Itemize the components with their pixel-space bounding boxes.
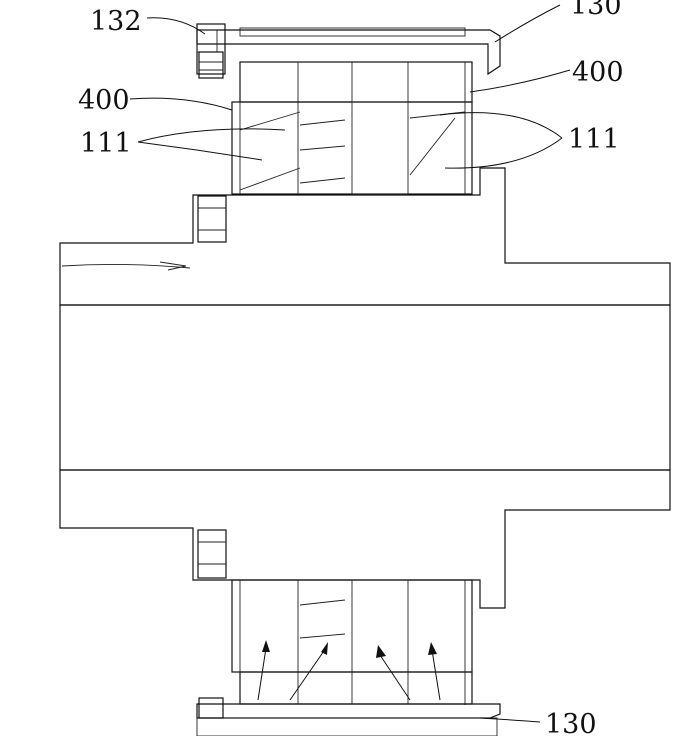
bolt-hub-upper (197, 195, 227, 243)
label-111-left: 111 (80, 128, 132, 159)
leader-lines (129, 4, 571, 723)
bolt-hub-lower (197, 529, 227, 579)
bolt-upper (198, 51, 224, 79)
hub-lower-section (59, 469, 671, 609)
hub-upper-section (59, 167, 671, 306)
label-400-right: 400 (572, 57, 624, 88)
label-130-top: 130 (570, 0, 622, 21)
label-130-bottom: 130 (545, 709, 597, 736)
upper-magnet-assembly (196, 23, 501, 195)
lower-magnet-assembly (196, 579, 501, 736)
label-400-left: 400 (78, 85, 130, 116)
bolt-lower (198, 697, 224, 719)
label-132: 132 (90, 6, 142, 37)
shaft-bore (59, 304, 671, 471)
label-111-right: 111 (568, 124, 620, 155)
